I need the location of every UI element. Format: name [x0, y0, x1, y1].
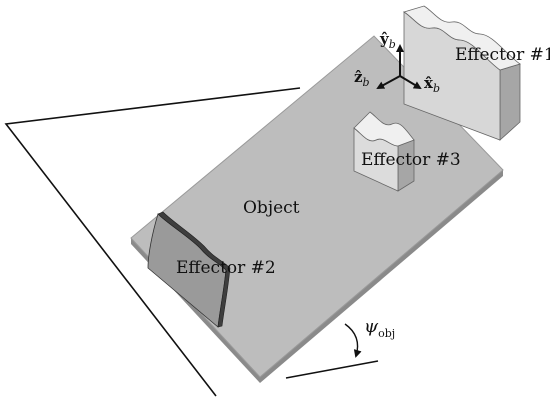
- ground-line: [4, 87, 301, 397]
- effector-3-label: Effector #3: [361, 150, 461, 170]
- z-axis-label: ẑb: [354, 68, 370, 89]
- body-frame: ŷb ẑb x̂b: [354, 30, 440, 95]
- effector-1-top: [403, 5, 521, 71]
- z-axis-arrow: [376, 75, 401, 89]
- angle-arc: [344, 323, 362, 358]
- x-axis-arrow: [399, 75, 422, 90]
- effector-2: [147, 211, 231, 328]
- object-label: Object: [243, 198, 300, 218]
- effector-3-top: [353, 111, 415, 147]
- effector-3: [353, 111, 415, 192]
- y-axis-label: ŷb: [379, 30, 396, 51]
- angle-label: ψobj: [364, 316, 395, 340]
- effector-1-label: Effector #1: [455, 45, 550, 65]
- x-axis-label: x̂b: [424, 74, 440, 95]
- effector-1: [403, 5, 521, 141]
- effector-2-label: Effector #2: [176, 258, 276, 278]
- effector-1-side: [499, 63, 521, 141]
- effector-2-edge: [157, 211, 231, 328]
- heading-reference-line: [285, 360, 379, 379]
